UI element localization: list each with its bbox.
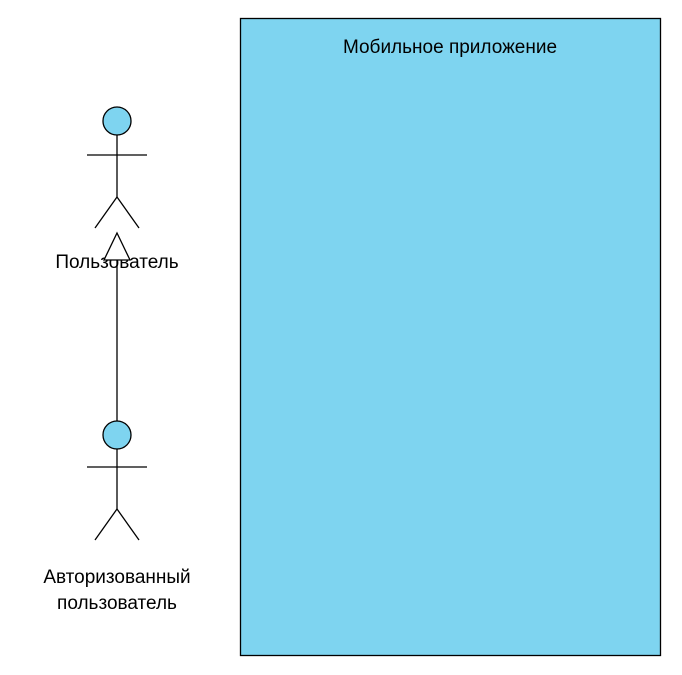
actor-authorized-user-label-line2: пользователь	[57, 593, 177, 614]
generalization-arrowhead-icon	[102, 231, 132, 261]
actor-authorized-user	[87, 420, 147, 541]
system-boundary-rect	[239, 17, 662, 657]
actor-authorized-user-right-leg	[116, 508, 140, 541]
actor-authorized-user-head	[102, 420, 132, 450]
system-boundary-title: Мобильное приложение	[343, 37, 557, 58]
generalization-connector	[102, 231, 132, 421]
system-boundary: Мобильное приложение	[239, 17, 662, 657]
actor-user-left-leg	[94, 196, 118, 229]
actor-authorized-user-label-line1: Авторизованный	[43, 567, 190, 588]
actor-user	[87, 106, 147, 229]
actor-user-head	[102, 106, 132, 136]
actor-authorized-user-left-leg	[94, 508, 118, 541]
actor-user-right-leg	[116, 196, 140, 229]
